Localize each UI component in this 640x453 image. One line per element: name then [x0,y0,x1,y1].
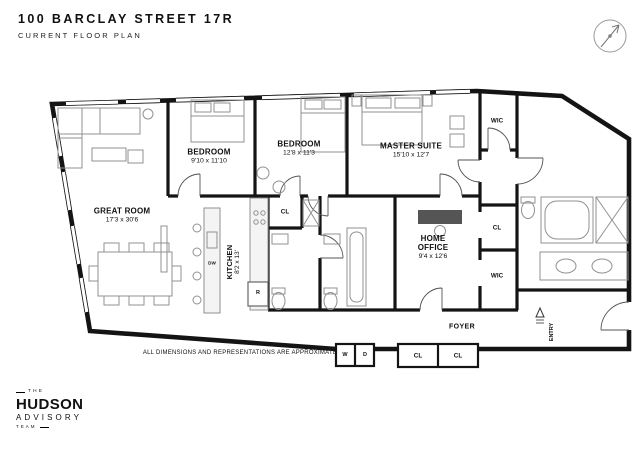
exterior-walls [49,88,632,352]
bed-bedroom1 [190,99,245,143]
bedroom2-chairs [256,166,286,194]
side-table [142,108,154,120]
hudson-advisory-logo: THE HUDSON ADVISORY TEAM [16,389,84,430]
disclaimer-text: ALL DIMENSIONS AND REPRESENTATIONS ARE A… [142,350,338,356]
logo-advisory: ADVISORY [16,412,82,422]
bar-stools [192,223,202,305]
console [160,225,168,273]
refrigerator-box [247,281,269,307]
bathroom1-fixtures [271,199,320,310]
washer-dryer-closet [334,342,376,368]
compass-icon [593,19,627,53]
bed-master [351,94,465,148]
armchair [127,149,144,164]
page-title: 100 BARCLAY STREET 17R [18,12,235,26]
coffee-table [91,147,127,162]
sofa [57,107,141,169]
page-subtitle: CURRENT FLOOR PLAN [18,31,142,40]
logo-the: THE [16,389,83,395]
kitchen-island [203,207,221,314]
logo-hudson: HUDSON [16,395,84,413]
entry-arrow-icon [535,306,545,324]
entry-door [600,301,632,331]
interior-walls [166,91,629,312]
dining-table [88,242,182,306]
desk [418,210,462,224]
logo-team: TEAM [16,424,83,430]
bed-bedroom2 [300,96,346,153]
bathroom2-fixtures [323,227,367,310]
master-bath-fixtures [520,196,629,281]
stove [253,210,266,225]
desk-chair [434,225,446,237]
bottom-closets [396,342,480,369]
